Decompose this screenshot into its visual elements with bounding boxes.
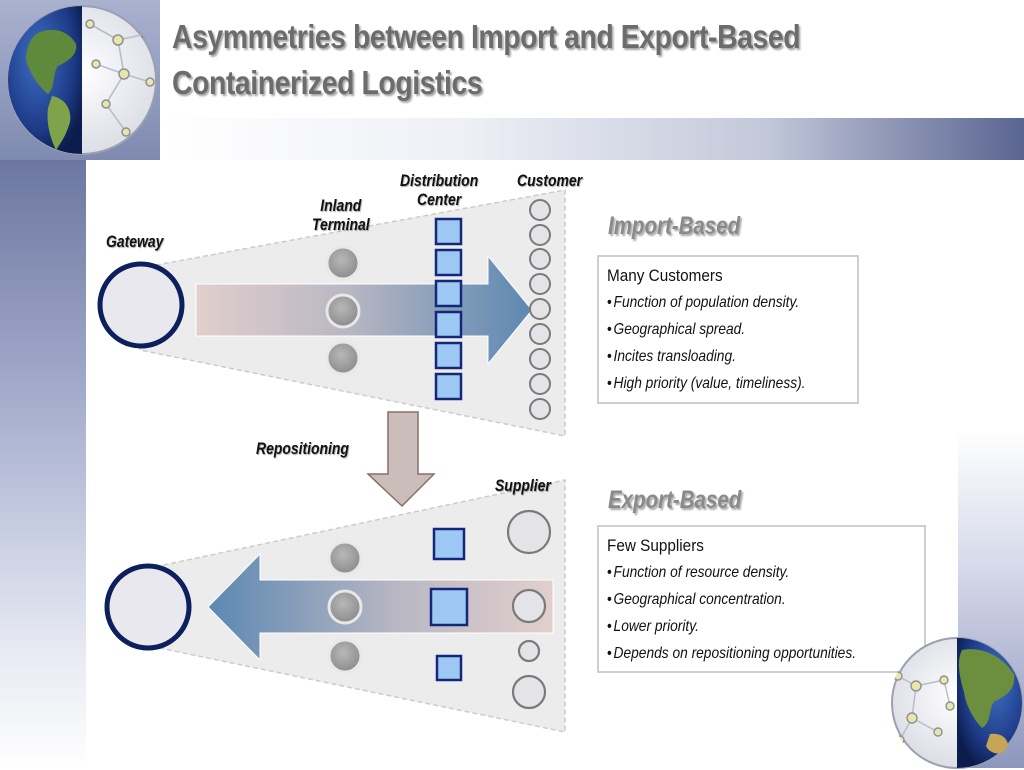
distribution-center-node (429, 587, 469, 627)
customer-node (529, 373, 551, 395)
import-box-title: Many Customers (607, 266, 723, 285)
inland-terminal-node (325, 340, 361, 376)
export-bullet-list: Function of resource density. Geographic… (607, 559, 916, 667)
title-line-2: Containerized Logistics (172, 64, 483, 101)
import-flow-arrow (195, 254, 533, 366)
inland-terminal-node (325, 293, 361, 329)
distribution-center-node (434, 217, 463, 246)
export-bullet: Depends on repositioning opportunities. (607, 640, 873, 667)
export-flow-arrow (207, 552, 554, 662)
import-bullet: Incites transloading. (607, 343, 815, 370)
export-bullet: Geographical concentration. (607, 586, 873, 613)
distribution-center-label: Distribution Center (400, 171, 478, 209)
distribution-centers-export (429, 527, 469, 682)
left-gradient-band (0, 160, 86, 768)
inland-terminals-export (327, 540, 363, 674)
distribution-center-node (434, 279, 463, 308)
customer-node (529, 323, 551, 345)
import-bullet: Function of population density. (607, 289, 815, 316)
distribution-center-label-line1: Distribution (400, 171, 479, 190)
import-bullet: Geographical spread. (607, 316, 815, 343)
inland-terminals-import (325, 245, 361, 376)
import-based-heading: Import-Based (608, 212, 741, 240)
customer-node (529, 273, 551, 295)
repositioning-label: Repositioning (256, 439, 349, 458)
inland-terminal-label-line1: Inland (320, 196, 362, 215)
distribution-center-node (435, 654, 463, 682)
gateway-node-import (97, 261, 185, 349)
customers-import (529, 199, 551, 420)
customer-node (529, 398, 551, 420)
inland-terminal-node (327, 540, 363, 576)
gateway-label: Gateway (106, 232, 164, 251)
distribution-center-node (434, 248, 463, 277)
supplier-node (511, 588, 547, 624)
supplier-node (511, 674, 547, 710)
export-box-title: Few Suppliers (607, 536, 704, 555)
customer-node (529, 248, 551, 270)
distribution-center-label-line2: Center (417, 190, 462, 209)
supplier-node (506, 509, 552, 555)
repositioning-arrow (366, 411, 436, 508)
customer-node (529, 199, 551, 221)
suppliers-export (506, 509, 552, 710)
export-description-box: Few Suppliers Function of resource densi… (597, 525, 926, 673)
inland-terminal-node (325, 245, 361, 281)
header-gradient-strip (160, 118, 1024, 160)
export-bullet: Lower priority. (607, 613, 873, 640)
inland-terminal-node (327, 638, 363, 674)
slide-title: Asymmetries between Import and Export-Ba… (172, 14, 877, 106)
export-based-heading: Export-Based (608, 486, 742, 514)
gateway-node-export (104, 563, 192, 651)
import-description-box: Many Customers Function of population de… (597, 255, 859, 404)
customer-node (529, 348, 551, 370)
inland-terminal-node (327, 589, 363, 625)
globe-icon-bottom (890, 636, 1024, 770)
globe-icon-top (6, 4, 158, 156)
distribution-center-node (434, 310, 463, 339)
customer-label: Customer (517, 171, 583, 190)
import-bullet-list: Function of population density. Geograph… (607, 289, 849, 397)
supplier-node (517, 639, 541, 663)
inland-terminal-label-line2: Terminal (312, 215, 370, 234)
inland-terminal-label: Inland Terminal (312, 196, 370, 234)
supplier-label: Supplier (495, 476, 551, 495)
distribution-centers-import (434, 217, 463, 401)
distribution-center-node (432, 527, 466, 561)
title-line-1: Asymmetries between Import and Export-Ba… (172, 18, 801, 55)
customer-node (529, 298, 551, 320)
distribution-center-node (434, 341, 463, 370)
distribution-center-node (434, 372, 463, 401)
export-bullet: Function of resource density. (607, 559, 873, 586)
customer-node (529, 224, 551, 246)
import-bullet: High priority (value, timeliness). (607, 370, 815, 397)
